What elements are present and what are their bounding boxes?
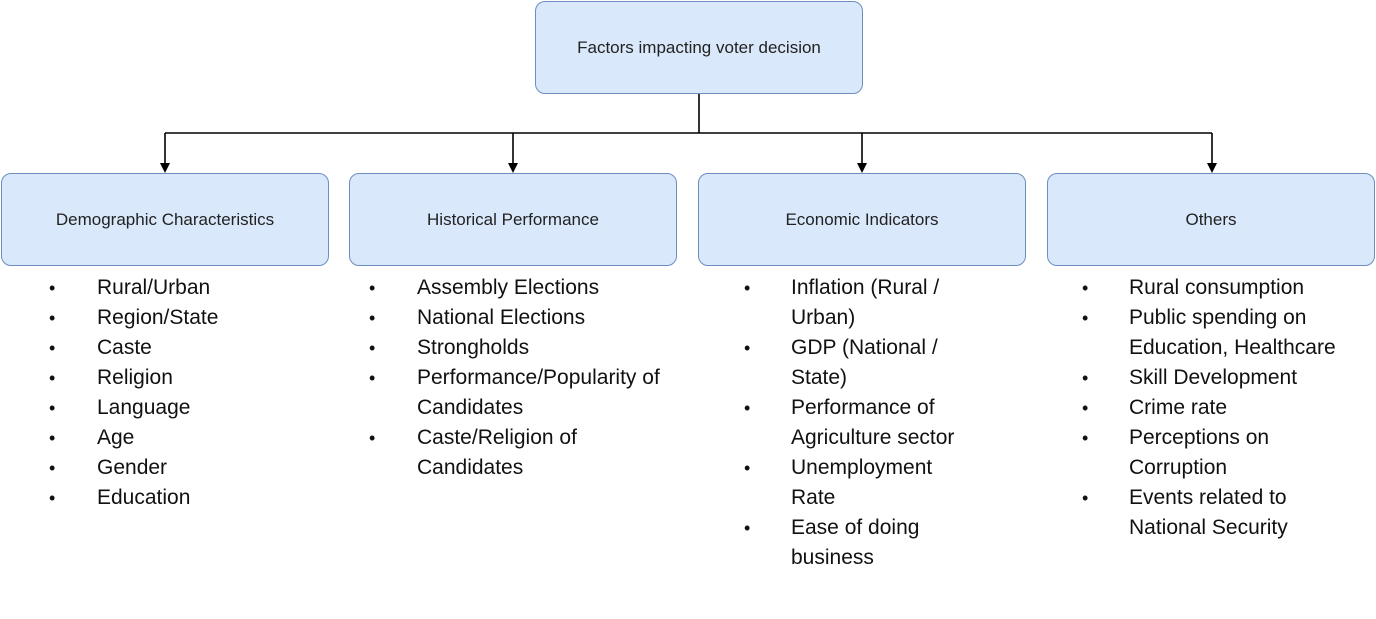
factor-text: Strongholds xyxy=(417,336,530,359)
factor-text: Language xyxy=(97,396,191,419)
bullet-icon: • xyxy=(1082,398,1089,418)
bullet-icon: • xyxy=(369,278,376,298)
factor-text: Inflation (Rural / Urban) xyxy=(791,276,940,329)
factor-text: Performance of Agriculture sector xyxy=(791,396,955,449)
factor-text: Age xyxy=(97,426,135,449)
factor-text: Caste xyxy=(97,336,152,359)
factor-list-item: • Age xyxy=(49,423,337,453)
category-label: Demographic Characteristics xyxy=(55,209,275,229)
factor-text: Rural/Urban xyxy=(97,276,211,299)
factor-list-item: • Education xyxy=(49,483,337,513)
factor-list-item: • Performance of Agriculture sector xyxy=(744,393,971,453)
bullet-icon: • xyxy=(49,308,56,328)
factor-list-item: • Gender xyxy=(49,453,337,483)
bullet-icon: • xyxy=(369,428,376,448)
factor-text: Region/State xyxy=(97,306,219,329)
economic-factor-list: • Inflation (Rural / Urban) • GDP (National… xyxy=(744,273,971,573)
factor-list-item: • National Elections xyxy=(369,303,677,333)
factor-list-item: • Rural/Urban xyxy=(49,273,337,303)
factor-list-item: • Inflation (Rural / Urban) xyxy=(744,273,971,333)
factor-list-item: • Crime rate xyxy=(1082,393,1369,423)
bullet-icon: • xyxy=(369,368,376,388)
bullet-icon: • xyxy=(49,278,56,298)
factor-text: Unemployment Rate xyxy=(791,456,933,509)
factor-list-item: • Unemployment Rate xyxy=(744,453,971,513)
factor-list-item: • Region/State xyxy=(49,303,337,333)
demographic-factor-list: • Rural/Urban • Region/State • Caste • Religion… xyxy=(49,273,337,513)
factor-text: Religion xyxy=(97,366,173,389)
factor-list-item: • Skill Development xyxy=(1082,363,1369,393)
category-label: Economic Indicators xyxy=(785,209,939,229)
category-node-demographic: Demographic Characteristics xyxy=(1,173,329,266)
factor-list-item: • Ease of doing business xyxy=(744,513,971,573)
category-label: Others xyxy=(1185,209,1237,229)
bullet-icon: • xyxy=(369,338,376,358)
factor-text: Skill Development xyxy=(1129,366,1298,389)
bullet-icon: • xyxy=(744,398,751,418)
factor-list-item: • Rural consumption xyxy=(1082,273,1369,303)
others-factor-list: • Rural consumption • Public spending on Ed… xyxy=(1082,273,1369,543)
factor-list-item: • Caste/Religion of Candidates xyxy=(369,423,677,483)
category-node-historical: Historical Performance xyxy=(349,173,677,266)
root-node-label: Factors impacting voter decision xyxy=(577,37,821,57)
factor-text: GDP (National / State) xyxy=(791,336,938,389)
factor-list-item: • Public spending on Education, Healthcar… xyxy=(1082,303,1369,363)
bullet-icon: • xyxy=(49,368,56,388)
factor-list-item: • Religion xyxy=(49,363,337,393)
factor-text: Rural consumption xyxy=(1129,276,1305,299)
bullet-icon: • xyxy=(49,398,56,418)
factor-text: Assembly Elections xyxy=(417,276,600,299)
category-label: Historical Performance xyxy=(427,209,599,229)
factor-list-item: • Caste xyxy=(49,333,337,363)
factor-text: Ease of doing business xyxy=(791,516,920,569)
factor-list-item: • Assembly Elections xyxy=(369,273,677,303)
bullet-icon: • xyxy=(744,518,751,538)
bullet-icon: • xyxy=(369,308,376,328)
bullet-icon: • xyxy=(49,428,56,448)
category-node-economic: Economic Indicators xyxy=(698,173,1026,266)
factor-text: Events related to National Security xyxy=(1129,486,1288,539)
factor-list-item: • Perceptions on Corruption xyxy=(1082,423,1369,483)
historical-factor-list: • Assembly Elections • National Elections • S… xyxy=(369,273,677,483)
bullet-icon: • xyxy=(1082,368,1089,388)
bullet-icon: • xyxy=(49,458,56,478)
bullet-icon: • xyxy=(49,488,56,508)
bullet-icon: • xyxy=(744,338,751,358)
factor-list-item: • Events related to National Security xyxy=(1082,483,1369,543)
bullet-icon: • xyxy=(1082,428,1089,448)
factor-text: Gender xyxy=(97,456,168,479)
bullet-icon: • xyxy=(1082,308,1089,328)
factor-text: Performance/Popularity of Candidates xyxy=(417,366,660,419)
bullet-icon: • xyxy=(1082,278,1089,298)
bullet-icon: • xyxy=(1082,488,1089,508)
factor-text: Perceptions on Corruption xyxy=(1129,426,1270,479)
bullet-icon: • xyxy=(744,278,751,298)
factor-text: Public spending on Education, Healthcare xyxy=(1129,306,1336,359)
bullet-icon: • xyxy=(49,338,56,358)
factor-text: National Elections xyxy=(417,306,586,329)
bullet-icon: • xyxy=(744,458,751,478)
root-node: Factors impacting voter decision xyxy=(535,1,863,94)
factor-text: Education xyxy=(97,486,191,509)
factor-list-item: • Performance/Popularity of Candidates xyxy=(369,363,677,423)
factor-list-item: • GDP (National / State) xyxy=(744,333,971,393)
factor-text: Crime rate xyxy=(1129,396,1228,419)
factor-list-item: • Language xyxy=(49,393,337,423)
factor-list-item: • Strongholds xyxy=(369,333,677,363)
factor-text: Caste/Religion of Candidates xyxy=(417,426,577,479)
category-node-others: Others xyxy=(1047,173,1375,266)
